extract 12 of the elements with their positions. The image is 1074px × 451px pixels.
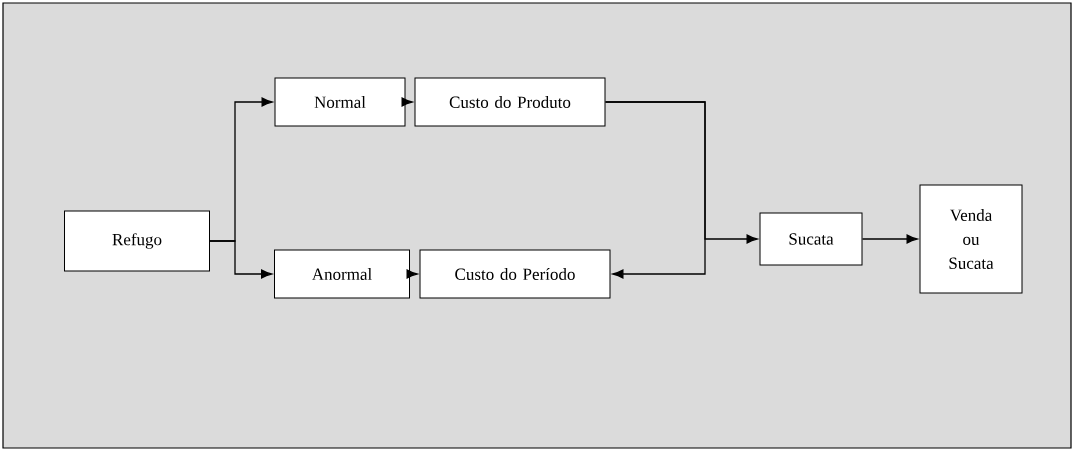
process-box: Sucata: [759, 212, 863, 266]
arrow: [401, 97, 413, 107]
arrow: [604, 101, 758, 244]
process-box: Anormal: [274, 249, 410, 299]
process-box: Refugo: [64, 210, 210, 272]
arrow: [861, 234, 918, 244]
process-box: Custo do Produto: [414, 77, 606, 127]
process-box: Custo do Período: [419, 249, 611, 299]
process-box: Normal: [274, 77, 406, 127]
arrow: [406, 269, 418, 279]
process-box: Venda ou Sucata: [919, 184, 1023, 294]
arrow: [209, 240, 273, 279]
